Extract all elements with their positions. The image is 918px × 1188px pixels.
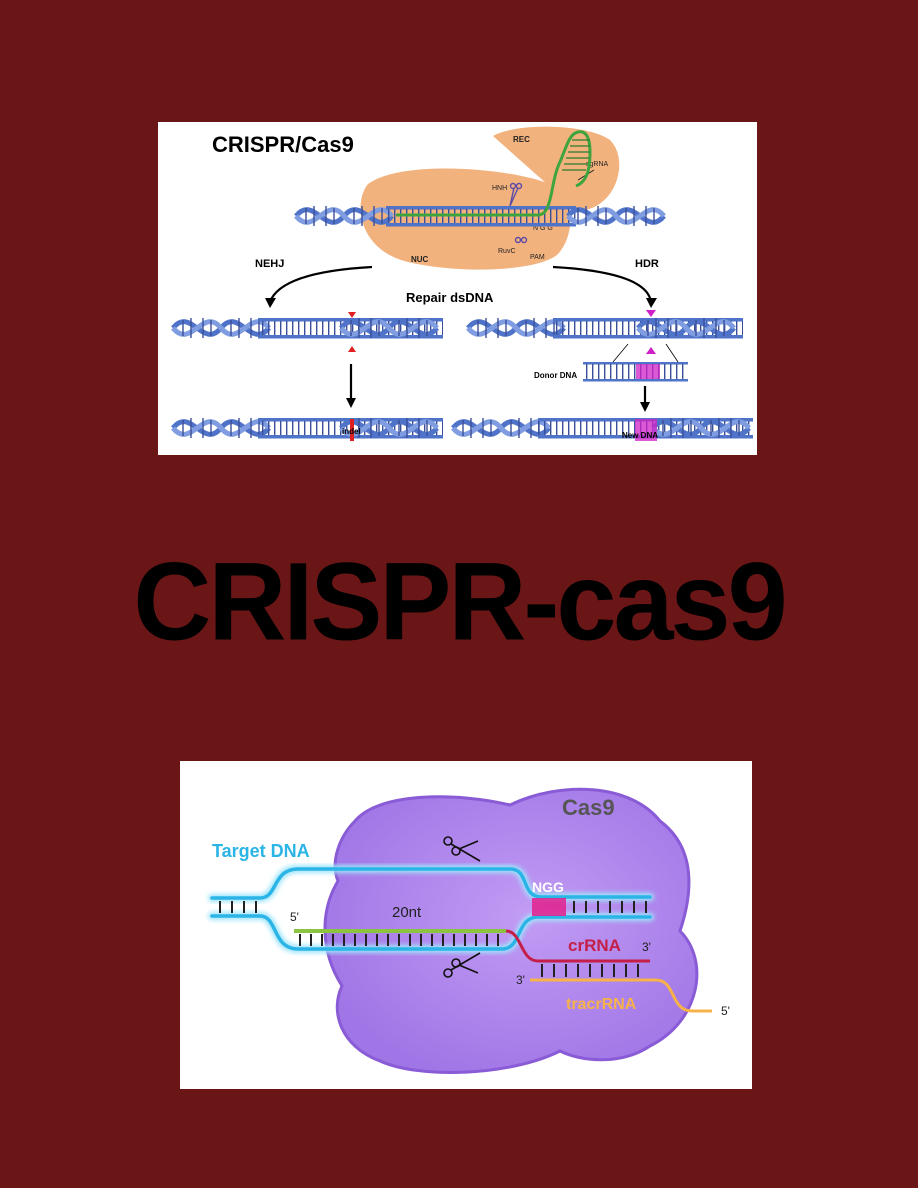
tracrrna-label: tracrRNA xyxy=(566,996,637,1013)
donor-label: Donor DNA xyxy=(534,371,577,380)
scissors-icon xyxy=(443,836,481,862)
tracrrna-strand xyxy=(530,978,712,1013)
hdr-arrow xyxy=(552,265,653,303)
repaired-dna-indel xyxy=(173,418,443,441)
cas9-complex-diagram: Cas9 NGG 5' 20nt crRNA 3' xyxy=(208,787,730,1074)
target-dna-label: Target DNA xyxy=(212,841,310,861)
spacer-rungs xyxy=(299,934,499,946)
crrna-strand xyxy=(294,929,650,963)
sgrna-strand xyxy=(396,130,592,217)
hnh-label: HNH xyxy=(492,185,507,192)
crispr-mechanism-panel: CRISPR/Cas9 REC sgRNA HNH N G G NUC RuvC… xyxy=(158,122,757,455)
new-dna-label: New DNA xyxy=(622,431,658,440)
pam-right-rungs xyxy=(573,901,647,913)
repair-label: Repair dsDNA xyxy=(406,290,494,305)
crrna-label: crRNA xyxy=(568,936,621,955)
cut-dna-right xyxy=(468,310,743,354)
ngg-label: NGG xyxy=(532,879,564,895)
sgrna-label: sgRNA xyxy=(586,161,609,168)
heading: CRISPR/Cas9 xyxy=(212,132,354,157)
left-duplex-rungs xyxy=(219,901,257,913)
pam-region xyxy=(532,898,566,916)
nehj-arrow xyxy=(268,265,373,303)
five-prime-left-label: 5' xyxy=(290,910,299,924)
rec-label: REC xyxy=(513,135,530,144)
ngg-label-top: N G G xyxy=(533,225,553,232)
twenty-nt-label: 20nt xyxy=(392,904,422,921)
pam-label: PAM xyxy=(530,254,545,261)
scissors-icon xyxy=(509,182,528,244)
crispr-mechanism-diagram: CRISPR/Cas9 REC sgRNA HNH N G G NUC RuvC… xyxy=(158,126,753,441)
scissors-icon xyxy=(443,952,481,978)
cut-dna-left xyxy=(173,312,443,352)
cas9-protein xyxy=(360,126,620,270)
donor-dna xyxy=(583,343,688,382)
cas9-label: Cas9 xyxy=(562,795,615,820)
hdr-label: HDR xyxy=(635,258,659,270)
indel-label: indel xyxy=(342,427,361,436)
nuc-label: NUC xyxy=(411,255,429,264)
target-dna-strands xyxy=(208,865,654,953)
cas9-complex-panel: Cas9 NGG 5' 20nt crRNA 3' xyxy=(180,761,752,1089)
three-prime-tracr-label: 3' xyxy=(516,973,525,987)
ruvc-label: RuvC xyxy=(498,248,516,255)
three-prime-crrna-label: 3' xyxy=(642,940,651,954)
nehj-label: NEHJ xyxy=(255,258,284,270)
five-prime-right-label: 5' xyxy=(721,1004,730,1018)
page-title: CRISPR-cas9 xyxy=(133,539,787,664)
crrna-tracr-rungs xyxy=(541,964,639,977)
repaired-dna-new xyxy=(453,418,753,441)
